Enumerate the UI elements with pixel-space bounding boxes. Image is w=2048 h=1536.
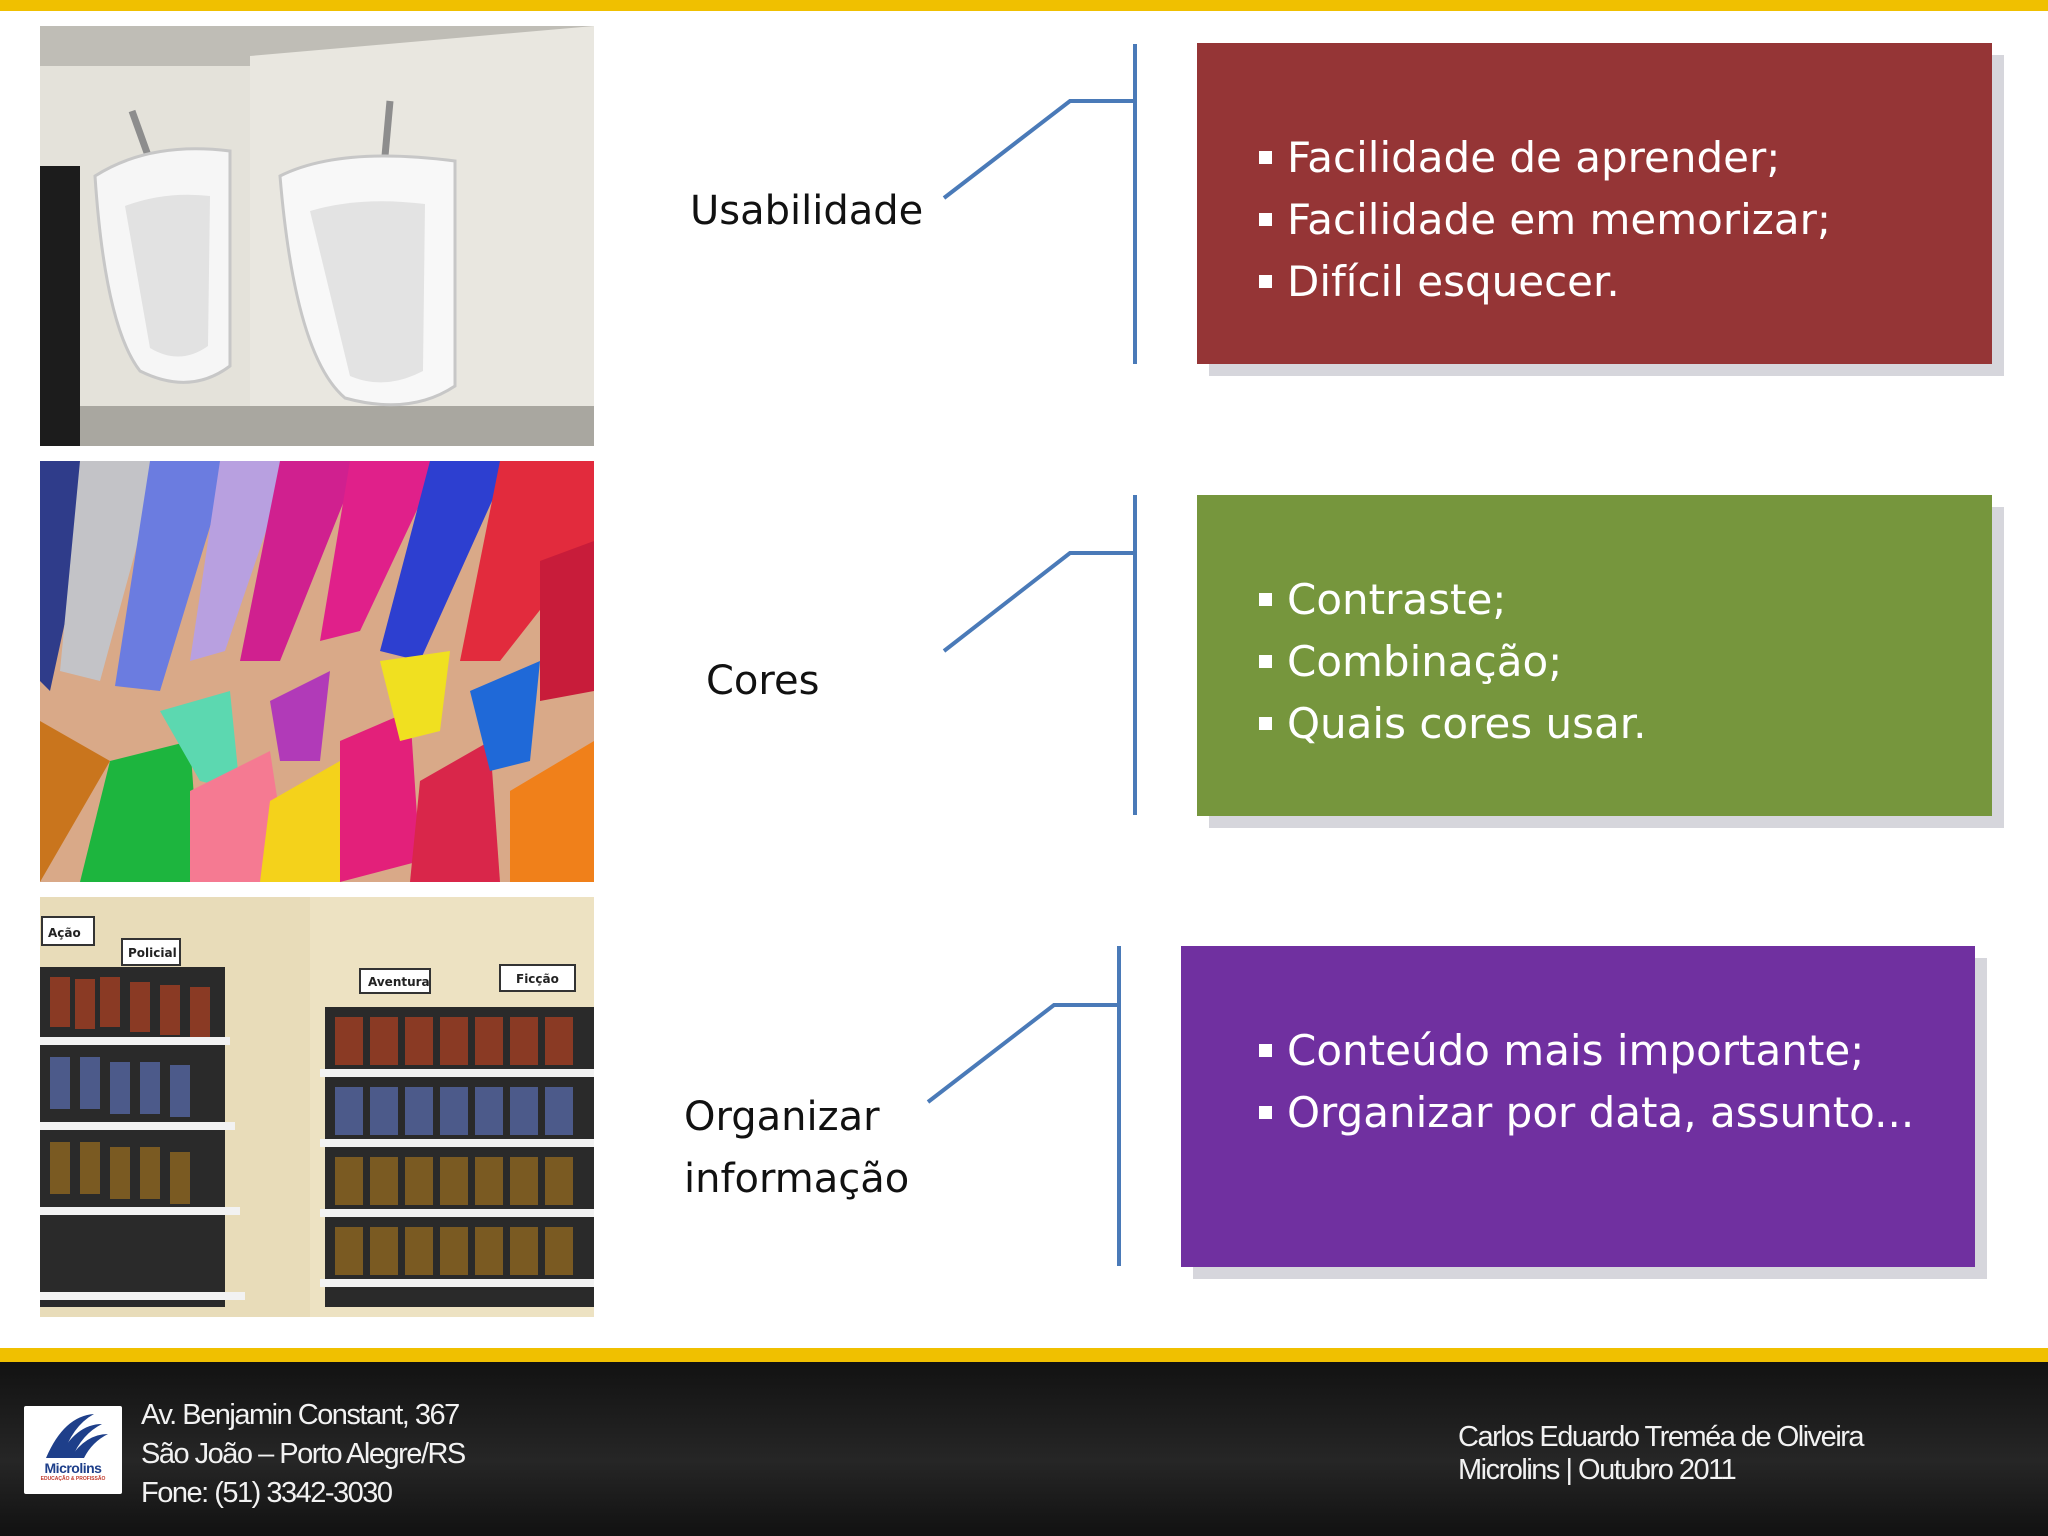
list-item: Contraste; xyxy=(1259,569,1647,631)
organizar-list: Conteúdo mais importante; Organizar por … xyxy=(1259,1020,1914,1144)
list-item: Conteúdo mais importante; xyxy=(1259,1020,1914,1082)
square-bullet-icon xyxy=(1259,151,1272,164)
list-item: Organizar por data, assunto... xyxy=(1259,1082,1914,1144)
usabilidade-box: Facilidade de aprender; Facilidade em me… xyxy=(1197,43,1992,364)
logo-tagline: EDUCAÇÃO & PROFISSÃO xyxy=(40,1476,106,1482)
address-line: Av. Benjamin Constant, 367 xyxy=(141,1399,460,1431)
colored-pencils-photo xyxy=(40,461,594,882)
logo-wordmark: Microlins xyxy=(44,1460,102,1476)
cores-box: Contraste; Combinação; Quais cores usar. xyxy=(1197,495,1992,816)
topic-cores: Cores xyxy=(706,658,820,704)
square-bullet-icon xyxy=(1259,593,1272,606)
usabilidade-list: Facilidade de aprender; Facilidade em me… xyxy=(1259,127,1831,313)
list-item: Facilidade em memorizar; xyxy=(1259,189,1831,251)
list-item: Combinação; xyxy=(1259,631,1647,693)
phone-line: Fone: (51) 3342-3030 xyxy=(141,1477,393,1509)
footer-address: Av. Benjamin Constant, 367 São João – Po… xyxy=(141,1396,466,1513)
dvd-sign-aventura: Aventura xyxy=(368,975,430,989)
urinals-photo xyxy=(40,26,594,446)
square-bullet-icon xyxy=(1259,1106,1272,1119)
square-bullet-icon xyxy=(1259,655,1272,668)
author-name: Carlos Eduardo Treméa de Oliveira xyxy=(1458,1421,1865,1453)
topic-usabilidade: Usabilidade xyxy=(690,188,924,234)
organization-date: Microlins | Outubro 2011 xyxy=(1458,1454,1737,1486)
address-line: São João – Porto Alegre/RS xyxy=(141,1438,466,1470)
organizar-informacao-box: Conteúdo mais importante; Organizar por … xyxy=(1181,946,1975,1267)
dvd-shelves-photo: Ação Policial Aventura Ficção xyxy=(40,897,594,1317)
footer-bar xyxy=(0,1348,2048,1536)
list-item: Facilidade de aprender; xyxy=(1259,127,1831,189)
list-item: Quais cores usar. xyxy=(1259,693,1647,755)
top-accent-bar xyxy=(0,0,2048,11)
footer-credits: Carlos Eduardo Treméa de Oliveira Microl… xyxy=(1458,1421,1865,1487)
square-bullet-icon xyxy=(1259,1044,1272,1057)
microlins-logo: Microlins EDUCAÇÃO & PROFISSÃO xyxy=(24,1406,122,1494)
square-bullet-icon xyxy=(1259,717,1272,730)
square-bullet-icon xyxy=(1259,213,1272,226)
dvd-sign-policial: Policial xyxy=(128,946,177,960)
dvd-sign-acao: Ação xyxy=(48,926,81,940)
footer-accent-bar xyxy=(0,1348,2048,1362)
list-item: Difícil esquecer. xyxy=(1259,251,1831,313)
cores-list: Contraste; Combinação; Quais cores usar. xyxy=(1259,569,1647,755)
topic-organizar-informacao: Organizar informação xyxy=(684,1094,910,1202)
dvd-sign-ficcao: Ficção xyxy=(516,972,559,986)
square-bullet-icon xyxy=(1259,275,1272,288)
